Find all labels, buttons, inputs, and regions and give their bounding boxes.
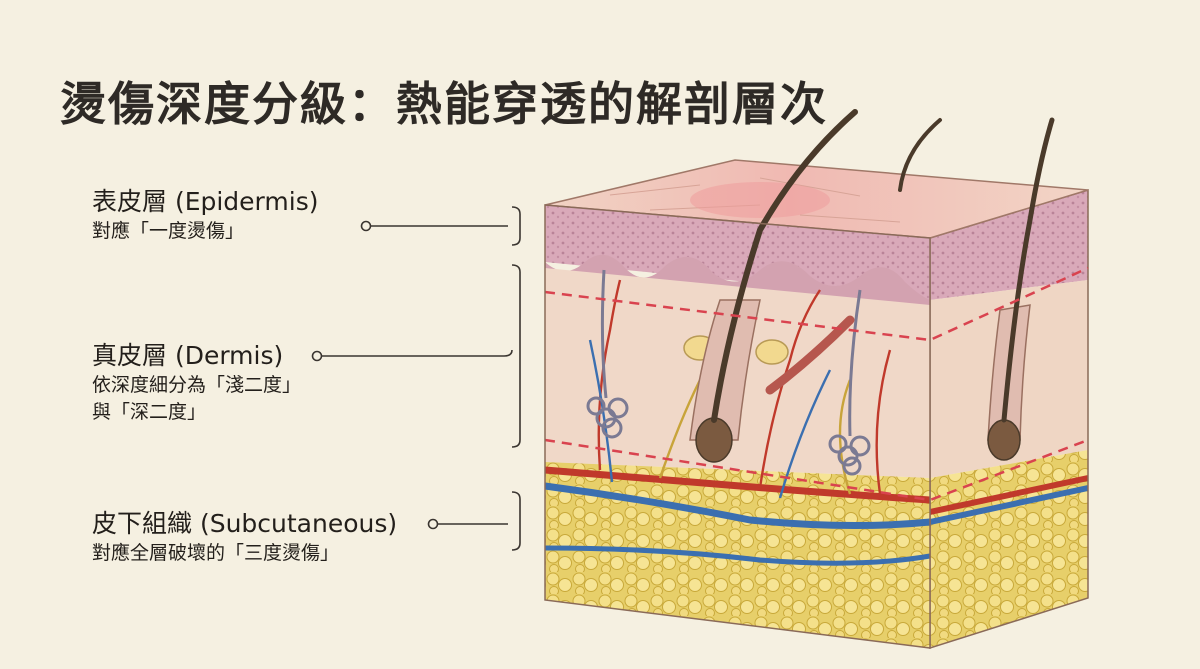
dermis-name: 真皮層 (Dermis) [92, 341, 284, 370]
skin-block-front-face [544, 109, 1089, 649]
epidermis-label: 表皮層 (Epidermis) 對應「一度燙傷」 [92, 186, 318, 245]
dermis-label: 真皮層 (Dermis) 依深度細分為「淺二度」 與「深二度」 [92, 340, 301, 426]
hair-follicle [987, 117, 1055, 461]
subcutaneous-label: 皮下組織 (Subcutaneous) 對應全層破壞的「三度燙傷」 [92, 508, 397, 567]
dermis-desc-line2: 與「深二度」 [92, 401, 207, 423]
hair-shaft [711, 109, 858, 423]
diagram-title: 燙傷深度分級：熱能穿透的解剖層次 [60, 77, 828, 131]
dermis-desc-line1: 依深度細分為「淺二度」 [92, 374, 302, 396]
artery-vessel [544, 466, 931, 504]
label-connectors [311, 206, 521, 551]
hair-shaft [898, 118, 942, 192]
sweat-gland-coil [828, 289, 871, 476]
vein-vessel [544, 482, 931, 530]
sweat-gland-coil [586, 269, 629, 439]
subcutaneous-desc: 對應全層破壞的「三度燙傷」 [92, 542, 340, 564]
burn-depth-lines [544, 266, 1089, 502]
subcutaneous-name: 皮下組織 (Subcutaneous) [92, 509, 398, 538]
skin-surface-top [544, 159, 1089, 239]
hair-follicle [689, 109, 858, 463]
epidermis-name: 表皮層 (Epidermis) [92, 187, 319, 216]
epidermis-desc: 對應「一度燙傷」 [92, 220, 245, 242]
hair-shaft [1001, 117, 1055, 423]
